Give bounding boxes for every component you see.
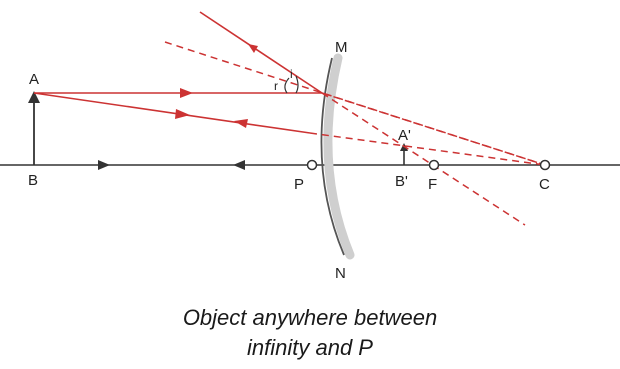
focus-point: [428, 159, 440, 171]
axis-arrow-left: [233, 160, 245, 170]
center-point: [539, 159, 551, 171]
ray-arrow-parallel: [180, 88, 193, 98]
ray-arrow-to-c: [175, 109, 190, 119]
label-m: M: [335, 39, 348, 56]
label-a-prime: A': [398, 127, 411, 144]
ray-arrow-reflected-1: [248, 44, 258, 53]
label-b-prime: B': [395, 173, 408, 190]
mirror-back: [323, 53, 355, 260]
label-a: A: [29, 71, 39, 88]
angle-arc-i: [295, 75, 299, 94]
label-r: r: [274, 79, 278, 93]
label-n: N: [335, 265, 346, 282]
label-i: i: [290, 67, 293, 81]
pole-point: [306, 159, 318, 171]
dashed-to-c: [309, 132, 546, 166]
caption-line-1: Object anywhere between: [182, 305, 438, 330]
dashed-extension-1: [164, 41, 546, 166]
dashed-focus-line: [321, 92, 546, 166]
angle-arc-r: [284, 77, 290, 94]
reflected-ray-1: [199, 11, 323, 94]
label-f: F: [428, 176, 437, 193]
mirror-surface: [320, 57, 345, 256]
incident-ray-to-c: [33, 92, 311, 134]
ray-arrow-back: [234, 119, 248, 128]
caption-line-2: infinity and P: [247, 335, 373, 360]
dashed-normal: [321, 92, 526, 226]
object-arrowhead: [28, 91, 40, 103]
axis-arrow-right: [98, 160, 110, 170]
label-p: P: [294, 176, 304, 193]
label-b: B: [28, 172, 38, 189]
label-c: C: [539, 176, 550, 193]
